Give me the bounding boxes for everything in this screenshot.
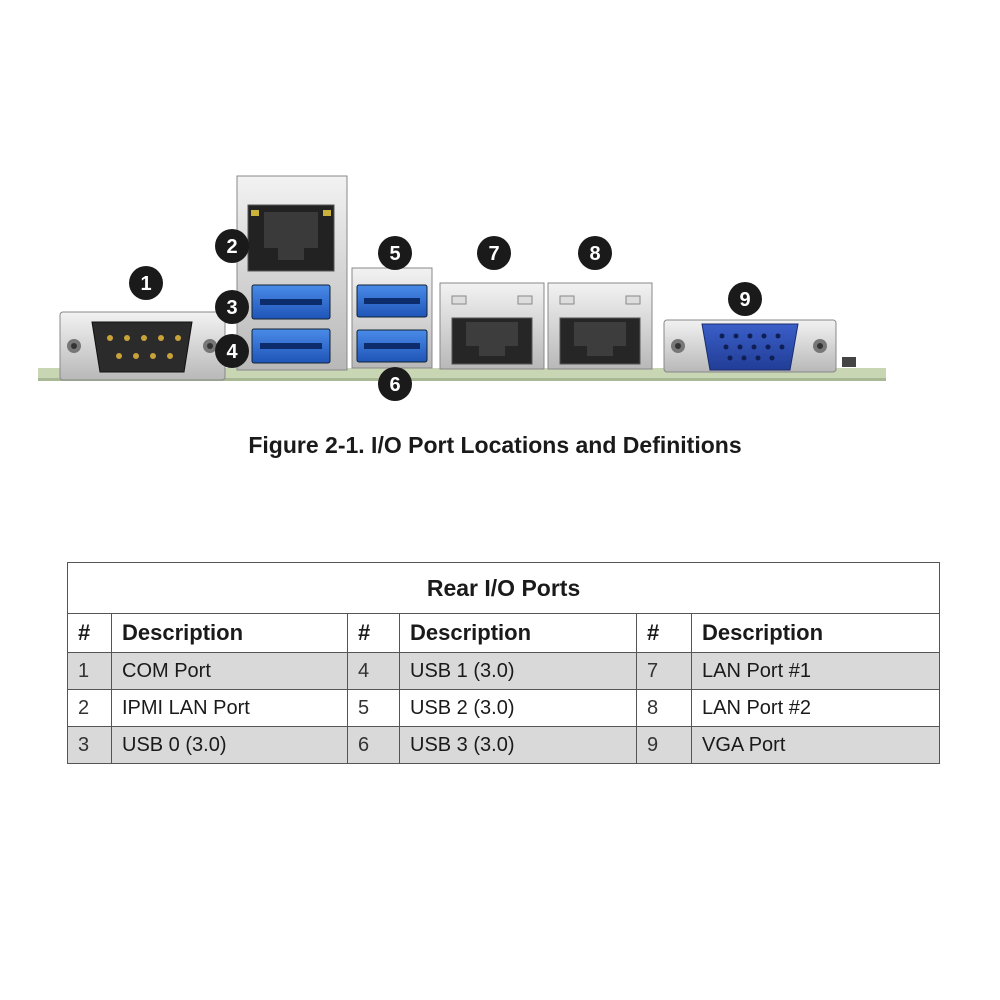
usb-stack: [351, 267, 433, 369]
svg-text:5: 5: [389, 243, 400, 265]
lan-port-2: [547, 282, 653, 370]
port-number-cell: 5: [347, 689, 400, 727]
port-number-cell: 4: [347, 652, 400, 690]
callout-badge-8: 8: [578, 236, 612, 270]
table-row: 2 IPMI LAN Port 5 USB 2 (3.0) 8 LAN Port…: [67, 689, 941, 727]
callout-badge-9: 9: [728, 282, 762, 316]
table-row: 1 COM Port 4 USB 1 (3.0) 7 LAN Port #1: [67, 652, 941, 690]
vga-port: [663, 319, 856, 373]
callout-badge-2: 2: [215, 229, 249, 263]
port-description-cell: VGA Port: [690, 726, 941, 764]
port-description-cell: USB 1 (3.0): [399, 652, 637, 690]
callout-badge-7: 7: [477, 236, 511, 270]
table-row: 3 USB 0 (3.0) 6 USB 3 (3.0) 9 VGA Port: [67, 726, 941, 764]
column-header-number: #: [347, 613, 400, 653]
ipmi-usb-stack: [236, 175, 348, 371]
column-header-description: Description: [690, 613, 941, 653]
io-port-figure: 1 2 3 4 5 6 7 8 9: [38, 175, 886, 401]
callout-badge-3: 3: [215, 290, 249, 324]
port-number-cell: 2: [67, 689, 112, 727]
lan-port-1: [439, 282, 545, 370]
svg-text:3: 3: [226, 297, 237, 319]
table-title: Rear I/O Ports: [66, 562, 941, 614]
table-header-row: # Description # Description # Descriptio…: [67, 613, 941, 653]
port-description-cell: LAN Port #1: [690, 652, 941, 690]
port-number-cell: 7: [636, 652, 692, 690]
column-header-number: #: [67, 613, 112, 653]
column-header-number: #: [636, 613, 692, 653]
port-description-cell: USB 3 (3.0): [399, 726, 637, 764]
svg-text:7: 7: [488, 243, 499, 265]
com-port: [59, 311, 226, 381]
column-header-description: Description: [399, 613, 637, 653]
port-description-cell: COM Port: [111, 652, 348, 690]
svg-text:1: 1: [140, 273, 151, 295]
port-number-cell: 8: [636, 689, 692, 727]
svg-text:2: 2: [226, 236, 237, 258]
port-number-cell: 9: [636, 726, 692, 764]
port-description-cell: IPMI LAN Port: [111, 689, 348, 727]
callout-badge-4: 4: [215, 334, 249, 368]
column-header-description: Description: [111, 613, 348, 653]
port-description-cell: USB 2 (3.0): [399, 689, 637, 727]
svg-text:6: 6: [389, 374, 400, 396]
port-number-cell: 1: [67, 652, 112, 690]
figure-caption: Figure 2-1. I/O Port Locations and Defin…: [248, 432, 742, 458]
rear-io-ports-table: Rear I/O Ports # Description # Descripti…: [66, 562, 941, 764]
svg-text:8: 8: [589, 243, 600, 265]
port-description-cell: LAN Port #2: [690, 689, 941, 727]
callout-badge-1: 1: [129, 266, 163, 300]
callout-badge-6: 6: [378, 367, 412, 401]
port-number-cell: 6: [347, 726, 400, 764]
svg-text:4: 4: [226, 341, 238, 363]
svg-text:9: 9: [739, 289, 750, 311]
callout-badge-5: 5: [378, 236, 412, 270]
port-description-cell: USB 0 (3.0): [111, 726, 348, 764]
port-number-cell: 3: [67, 726, 112, 764]
